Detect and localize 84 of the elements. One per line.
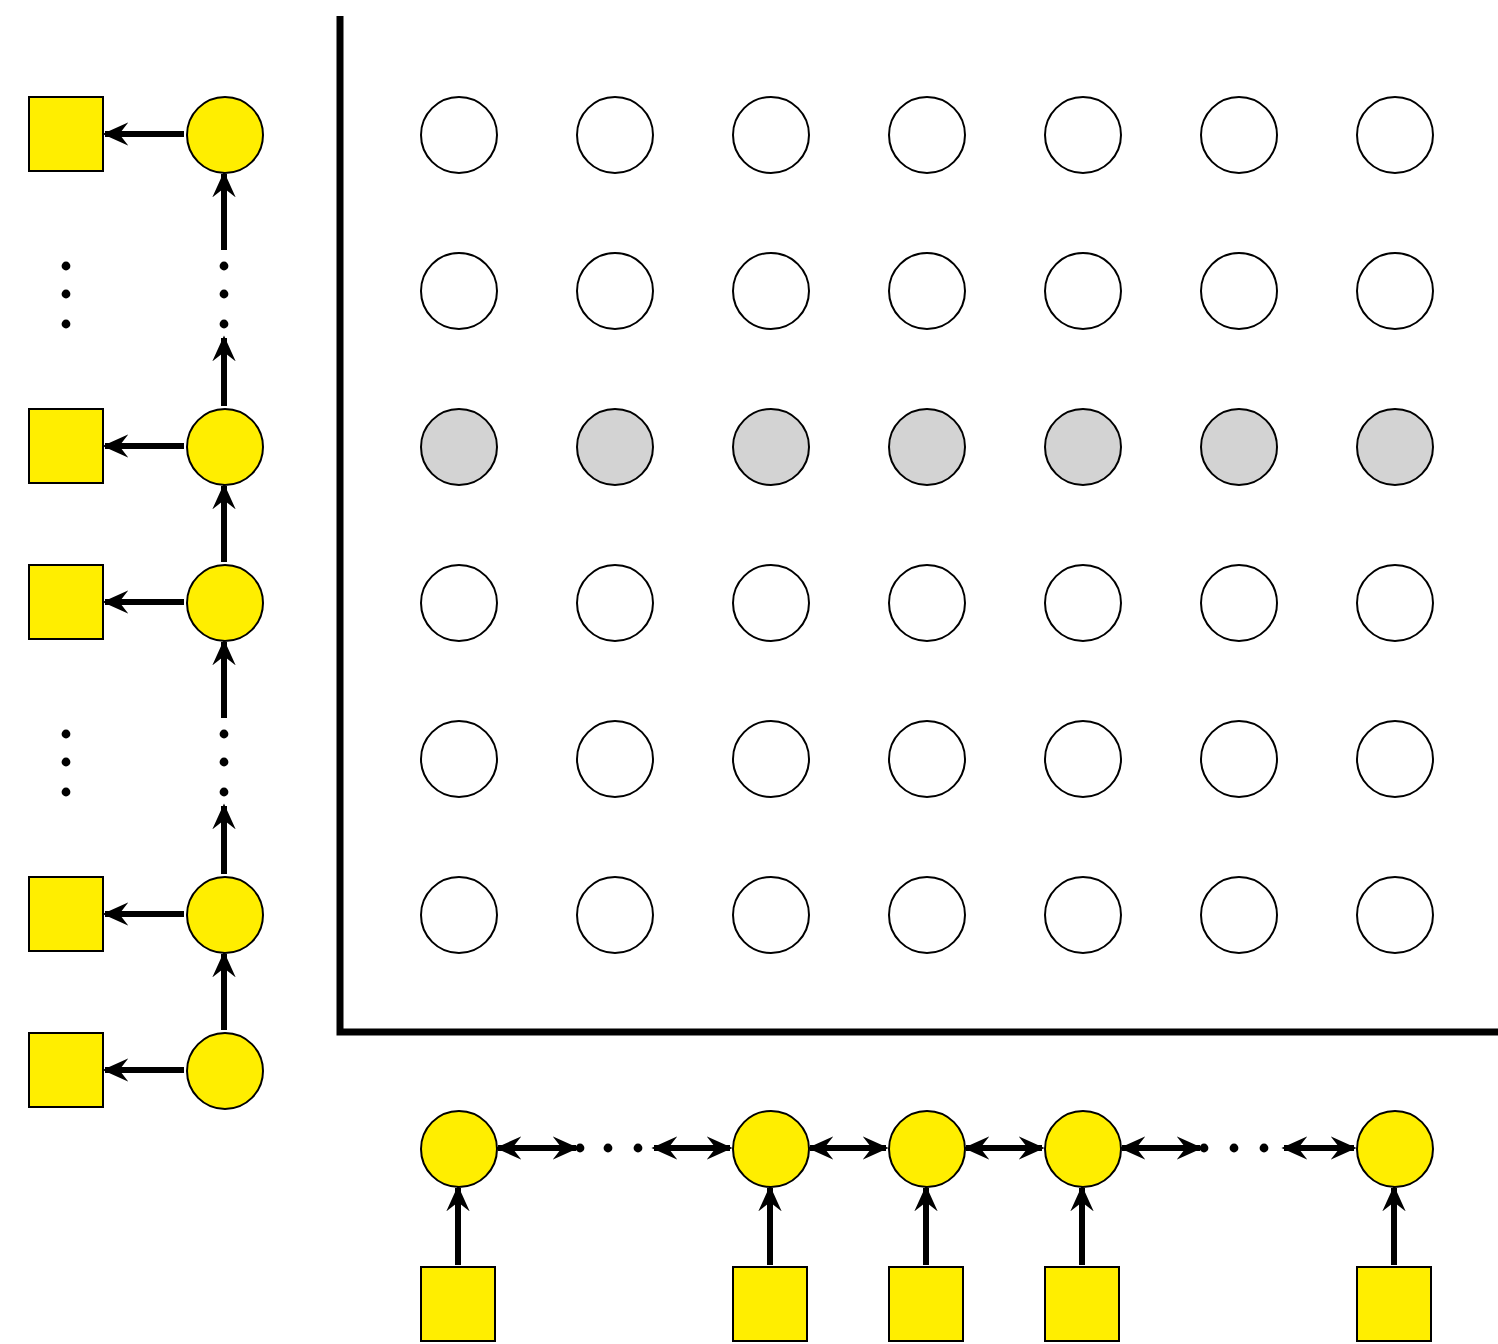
circle-node [1043, 95, 1121, 173]
square-node [1356, 1266, 1432, 1342]
arrow [102, 122, 184, 146]
circle-node [731, 875, 809, 953]
circle-node [419, 407, 497, 485]
circle-node [575, 95, 653, 173]
circle-node [1043, 1109, 1121, 1187]
arrow [102, 1058, 184, 1082]
arrow [963, 1136, 1045, 1160]
circle-node [887, 95, 965, 173]
circle-node [185, 407, 263, 485]
circle-node [575, 407, 653, 485]
circle-node [1199, 95, 1277, 173]
circle-node [185, 875, 263, 953]
circle-node [1355, 407, 1433, 485]
circle-node [185, 563, 263, 641]
arrow [758, 1185, 782, 1265]
arrow [651, 1136, 733, 1160]
circle-node [1043, 719, 1121, 797]
arrow [914, 1185, 938, 1265]
circle-node [1043, 875, 1121, 953]
square-node [28, 1032, 104, 1108]
arrow [102, 902, 184, 926]
arrow [495, 1136, 579, 1160]
arrow [212, 639, 236, 718]
circle-node [1199, 563, 1277, 641]
circle-node [731, 719, 809, 797]
circle-node [887, 1109, 965, 1187]
arrow [212, 803, 236, 874]
arrow [102, 590, 184, 614]
circle-node [575, 719, 653, 797]
circle-node [887, 719, 965, 797]
arrow [212, 335, 236, 406]
square-node [28, 408, 104, 484]
circle-node [419, 95, 497, 173]
arrow [807, 1136, 889, 1160]
circle-node [731, 1109, 809, 1187]
circle-node [419, 563, 497, 641]
circle-node [1355, 875, 1433, 953]
arrow [212, 951, 236, 1030]
circle-node [575, 251, 653, 329]
circle-node [887, 407, 965, 485]
arrow [212, 483, 236, 562]
circle-node [731, 95, 809, 173]
circle-node [575, 875, 653, 953]
circle-node [419, 1109, 497, 1187]
circle-node [1355, 563, 1433, 641]
arrow [1119, 1136, 1203, 1160]
circle-node [1199, 251, 1277, 329]
circle-node [1355, 251, 1433, 329]
circle-node [185, 95, 263, 173]
square-node [420, 1266, 496, 1342]
circle-node [1199, 719, 1277, 797]
arrow [212, 171, 236, 250]
arrow [446, 1185, 470, 1265]
circle-node [731, 563, 809, 641]
circle-node [575, 563, 653, 641]
circle-node [1043, 251, 1121, 329]
square-node [1044, 1266, 1120, 1342]
square-node [732, 1266, 808, 1342]
circle-node [1043, 563, 1121, 641]
circle-node [1355, 95, 1433, 173]
arrow [1281, 1136, 1357, 1160]
circle-node [419, 875, 497, 953]
circle-node [1043, 407, 1121, 485]
circle-node [731, 407, 809, 485]
square-node [28, 564, 104, 640]
square-node [888, 1266, 964, 1342]
circle-node [731, 251, 809, 329]
circle-node [887, 563, 965, 641]
circle-node [887, 251, 965, 329]
square-node [28, 876, 104, 952]
circle-node [1355, 719, 1433, 797]
arrow [1070, 1185, 1094, 1265]
circle-node [419, 719, 497, 797]
circle-node [887, 875, 965, 953]
square-node [28, 96, 104, 172]
circle-node [419, 251, 497, 329]
circle-node [1355, 1109, 1433, 1187]
circle-node [185, 1031, 263, 1109]
arrow [1382, 1185, 1406, 1265]
circle-node [1199, 875, 1277, 953]
arrow [102, 434, 184, 458]
circle-node [1199, 407, 1277, 485]
